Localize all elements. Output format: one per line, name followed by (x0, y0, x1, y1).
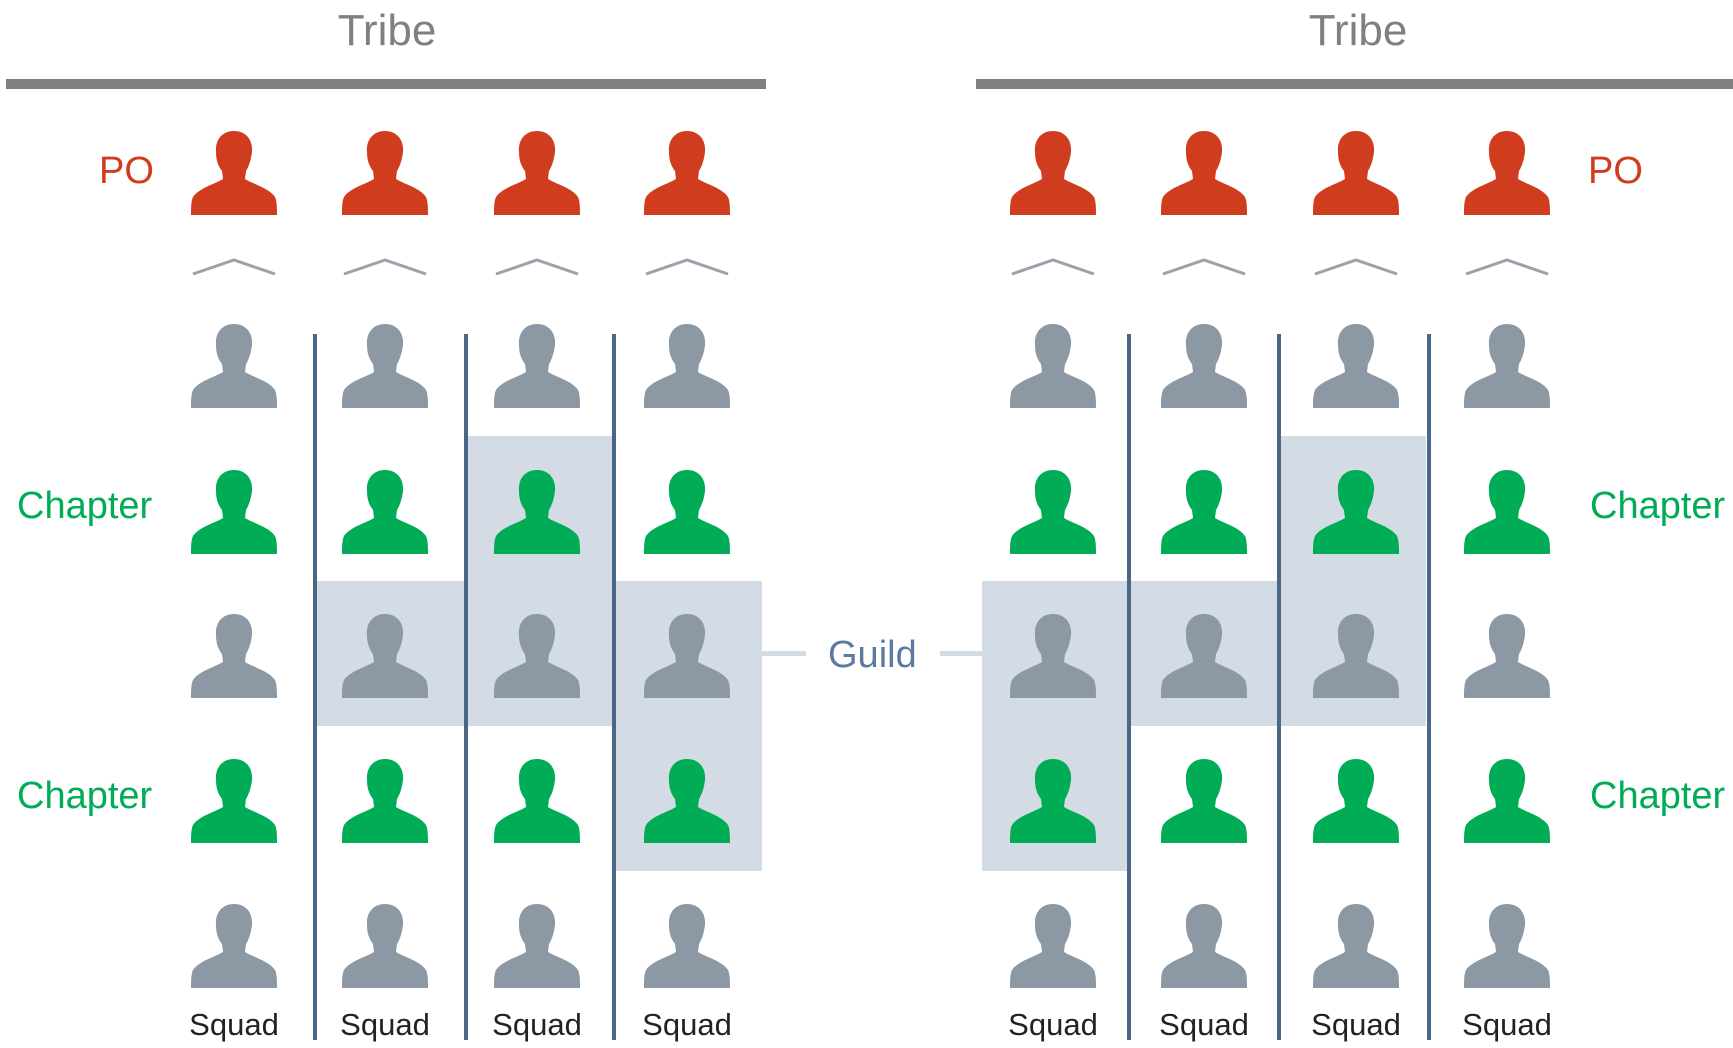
chevron-up-icon (644, 256, 730, 278)
chevron-up-icon (342, 256, 428, 278)
person-icon (1313, 900, 1399, 988)
chevron-up-icon (1010, 256, 1096, 278)
person-icon (644, 755, 730, 843)
person-icon (191, 755, 277, 843)
person-icon (1010, 466, 1096, 554)
chevron-up-icon (1161, 256, 1247, 278)
squad-label-right-4: Squad (1462, 1007, 1552, 1042)
person-icon (1464, 466, 1550, 554)
person-icon (1313, 127, 1399, 215)
person-icon (494, 900, 580, 988)
person-icon (644, 127, 730, 215)
chapter-label-right-1: Chapter (1590, 485, 1726, 527)
squad-divider-right-2 (1277, 334, 1281, 1040)
po-label-left: PO (99, 150, 154, 192)
squad-label-right-1: Squad (1008, 1007, 1098, 1042)
person-icon (1161, 610, 1247, 698)
chapter-label-left-2: Chapter (17, 775, 153, 817)
person-icon (342, 127, 428, 215)
guild-connector-left (762, 651, 806, 656)
squad-divider-left-3 (612, 334, 616, 1040)
squad-label-right-2: Squad (1159, 1007, 1249, 1042)
person-icon (1464, 610, 1550, 698)
person-icon (1161, 320, 1247, 408)
person-icon (1010, 320, 1096, 408)
squad-label-left-3: Squad (492, 1007, 582, 1042)
tribe-underline-left (6, 79, 766, 89)
chevron-up-icon (1464, 256, 1550, 278)
person-icon (644, 320, 730, 408)
person-icon (1010, 755, 1096, 843)
chevron-up-icon (494, 256, 580, 278)
po-label-right: PO (1588, 150, 1643, 192)
person-icon (494, 755, 580, 843)
person-icon (1464, 127, 1550, 215)
person-icon (191, 127, 277, 215)
chapter-label-right-2: Chapter (1590, 775, 1726, 817)
guild-connector-right (940, 651, 982, 656)
tribe-underline-right (976, 79, 1733, 89)
person-icon (1161, 755, 1247, 843)
person-icon (342, 466, 428, 554)
person-icon (342, 755, 428, 843)
person-icon (1313, 466, 1399, 554)
tribe-title-left: Tribe (337, 6, 437, 55)
person-icon (494, 127, 580, 215)
squad-label-right-3: Squad (1311, 1007, 1401, 1042)
person-icon (644, 466, 730, 554)
person-icon (1010, 127, 1096, 215)
person-icon (191, 466, 277, 554)
person-icon (494, 610, 580, 698)
person-icon (644, 610, 730, 698)
person-icon (1161, 900, 1247, 988)
squad-divider-left-2 (464, 334, 468, 1040)
person-icon (494, 466, 580, 554)
guild-label: Guild (828, 634, 917, 676)
person-icon (1313, 320, 1399, 408)
person-icon (191, 900, 277, 988)
person-icon (494, 320, 580, 408)
squad-divider-left-1 (313, 334, 317, 1040)
person-icon (1010, 900, 1096, 988)
chevron-up-icon (1313, 256, 1399, 278)
person-icon (1313, 610, 1399, 698)
squad-divider-right-3 (1427, 334, 1431, 1040)
person-icon (1161, 466, 1247, 554)
person-icon (191, 320, 277, 408)
person-icon (342, 610, 428, 698)
person-icon (1464, 755, 1550, 843)
person-icon (1464, 320, 1550, 408)
chevron-up-icon (191, 256, 277, 278)
person-icon (191, 610, 277, 698)
tribe-title-right: Tribe (1308, 6, 1408, 55)
squad-label-left-4: Squad (642, 1007, 732, 1042)
squad-label-left-1: Squad (189, 1007, 279, 1042)
squad-divider-right-1 (1127, 334, 1131, 1040)
person-icon (342, 320, 428, 408)
chapter-label-left-1: Chapter (17, 485, 153, 527)
person-icon (342, 900, 428, 988)
person-icon (644, 900, 730, 988)
squad-label-left-2: Squad (340, 1007, 430, 1042)
person-icon (1161, 127, 1247, 215)
person-icon (1010, 610, 1096, 698)
person-icon (1313, 755, 1399, 843)
person-icon (1464, 900, 1550, 988)
